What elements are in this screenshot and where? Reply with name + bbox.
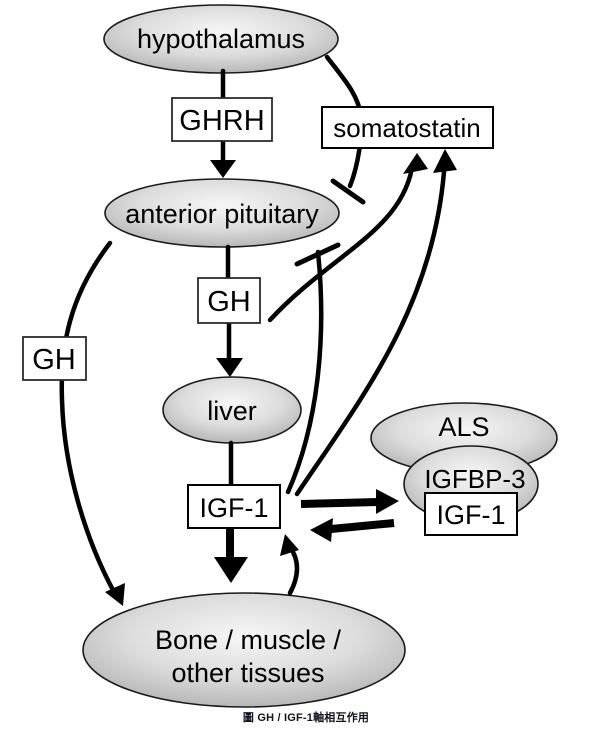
label-gh-mid: GH: [207, 286, 251, 318]
edge-complex-to-igf1: [330, 519, 395, 533]
label-anterior-pituitary: anterior pituitary: [125, 199, 319, 229]
label-igf1-bound: IGF-1: [436, 500, 505, 530]
edge-gh-to-somatostatin: [267, 165, 415, 323]
arrowhead-gh-to-liver: [216, 358, 243, 377]
label-als: ALS: [438, 412, 489, 442]
arrowhead-gh-to-somatostatin: [403, 153, 428, 174]
label-gh-left: GH: [32, 344, 76, 376]
label-igfbp3: IGFBP-3: [424, 464, 525, 494]
node-bone-muscle-tissues: [82, 592, 406, 708]
label-hypothalamus: hypothalamus: [137, 24, 305, 54]
edge-igf1-inhibits-gh: [285, 249, 324, 495]
label-ghrh: GHRH: [179, 105, 264, 137]
label-bone-line2: other tissues: [171, 658, 324, 688]
edge-tissues-to-igf1-curve: [287, 544, 300, 596]
arrowhead-igf1-to-tissues: [214, 557, 248, 583]
figure-caption: 圖 GH / IGF-1軸相互作用: [243, 710, 369, 724]
box-igf1: [187, 484, 281, 529]
box-igf1-bound: [424, 492, 518, 536]
box-gh-left: [22, 336, 87, 381]
label-igf1: IGF-1: [199, 493, 268, 523]
box-ghrh: [171, 97, 273, 142]
arrowhead-complex-to-igf1: [310, 518, 333, 542]
box-somatostatin: [321, 106, 494, 149]
arrowhead-igf1-to-somatostatin: [433, 149, 457, 173]
label-bone-line1: Bone / muscle /: [155, 625, 342, 655]
arrowhead-tissues-to-igf1: [280, 534, 299, 556]
box-gh-mid: [197, 277, 261, 324]
edge-gh-to-tissues-left-curve: [59, 240, 117, 595]
tbar-igf1-inhibits-gh: [294, 242, 341, 267]
arrowhead-gh-to-tissues: [105, 583, 125, 606]
edge-igf1-to-complex: [300, 498, 379, 508]
arrowhead-igf1-to-complex: [376, 489, 399, 514]
tbar-somatostatin-inhibits-pituitary: [330, 178, 366, 205]
label-liver: liver: [207, 396, 257, 426]
node-anterior-pituitary: [104, 178, 340, 248]
arrowhead-ghrh-to-anterior-pituitary: [210, 160, 236, 178]
label-somatostatin: somatostatin: [333, 113, 480, 143]
edge-igf1-to-somatostatin: [294, 169, 447, 497]
